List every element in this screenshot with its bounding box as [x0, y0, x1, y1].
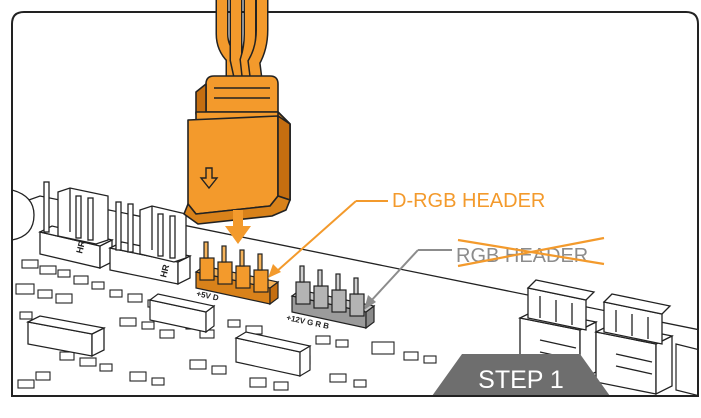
chip-right	[148, 293, 216, 334]
smd-components	[15, 259, 437, 391]
step-label: STEP 1	[478, 366, 564, 394]
chip-left	[25, 315, 107, 358]
fan-header-right	[108, 201, 192, 286]
right-edge-part	[675, 343, 698, 396]
plug-arrow-icon	[199, 167, 219, 190]
rgb-header	[290, 265, 376, 330]
insert-arrow-icon	[225, 210, 251, 244]
drgb-header-label: D-RGB HEADER	[392, 190, 545, 212]
drgb-header	[194, 241, 280, 306]
round-component	[12, 189, 35, 241]
hr-label-right: HR	[158, 263, 171, 279]
hr-label-left: HR	[74, 239, 87, 255]
frame-border	[11, 11, 699, 397]
chip-center	[234, 331, 312, 378]
step-panel	[432, 354, 610, 396]
rgb-header-cross	[457, 236, 605, 268]
rgb-header-label: RGB HEADER	[456, 245, 588, 267]
right-connector-2	[594, 293, 674, 396]
drgb-plug-connector	[183, 75, 291, 225]
dRGB-cable-wires	[215, 0, 269, 80]
fan-header-left	[38, 181, 114, 270]
drgb-callout	[268, 200, 388, 278]
rgb-callout	[364, 249, 452, 310]
motherboard-drawing: HR HR	[12, 181, 698, 396]
